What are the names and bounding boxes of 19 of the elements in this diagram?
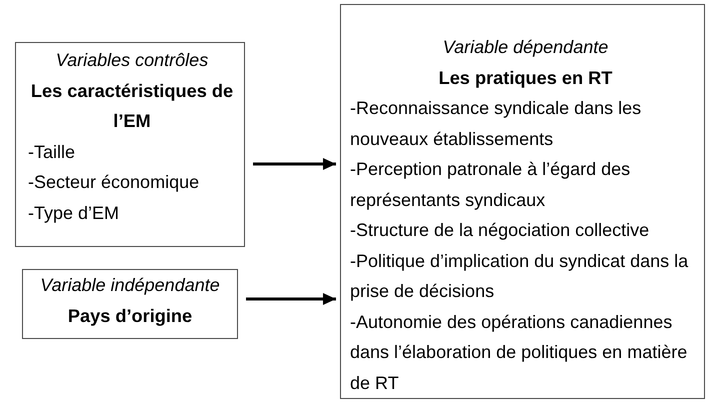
list-item: -Autonomie des opérations canadiennes dans l’élaboration de politiques en matière de RT xyxy=(350,310,688,394)
list-item: -Politique d’implication du syndicat dans la prise de décisions xyxy=(350,250,690,303)
list-item: -Type d’EM xyxy=(28,202,120,225)
variable-title: Les pratiques en RT xyxy=(438,66,614,90)
variable-type-heading: Variable dépendante xyxy=(442,36,610,59)
list-item: -Taille xyxy=(28,140,76,164)
dependent-variable-box xyxy=(340,4,705,399)
variable-title: Pays d’origine xyxy=(66,304,194,328)
list-item: -Structure de la négociation collective xyxy=(350,219,650,242)
variable-title: Les caractéristiques de l’EM xyxy=(30,80,234,133)
list-item: -Secteur économique xyxy=(28,171,200,194)
variable-type-heading: Variables contrôles xyxy=(54,49,210,72)
control-variables-box xyxy=(15,42,245,247)
list-item: -Reconnaissance syndicale dans les nouveaux établissements xyxy=(350,97,642,150)
variable-type-heading: Variable indépendante xyxy=(39,274,221,297)
independent-variable-box xyxy=(22,269,238,339)
list-item: -Perception patronale à l’égard des représentants syndicaux xyxy=(350,158,632,212)
arrow xyxy=(246,293,336,305)
arrow xyxy=(253,158,336,170)
